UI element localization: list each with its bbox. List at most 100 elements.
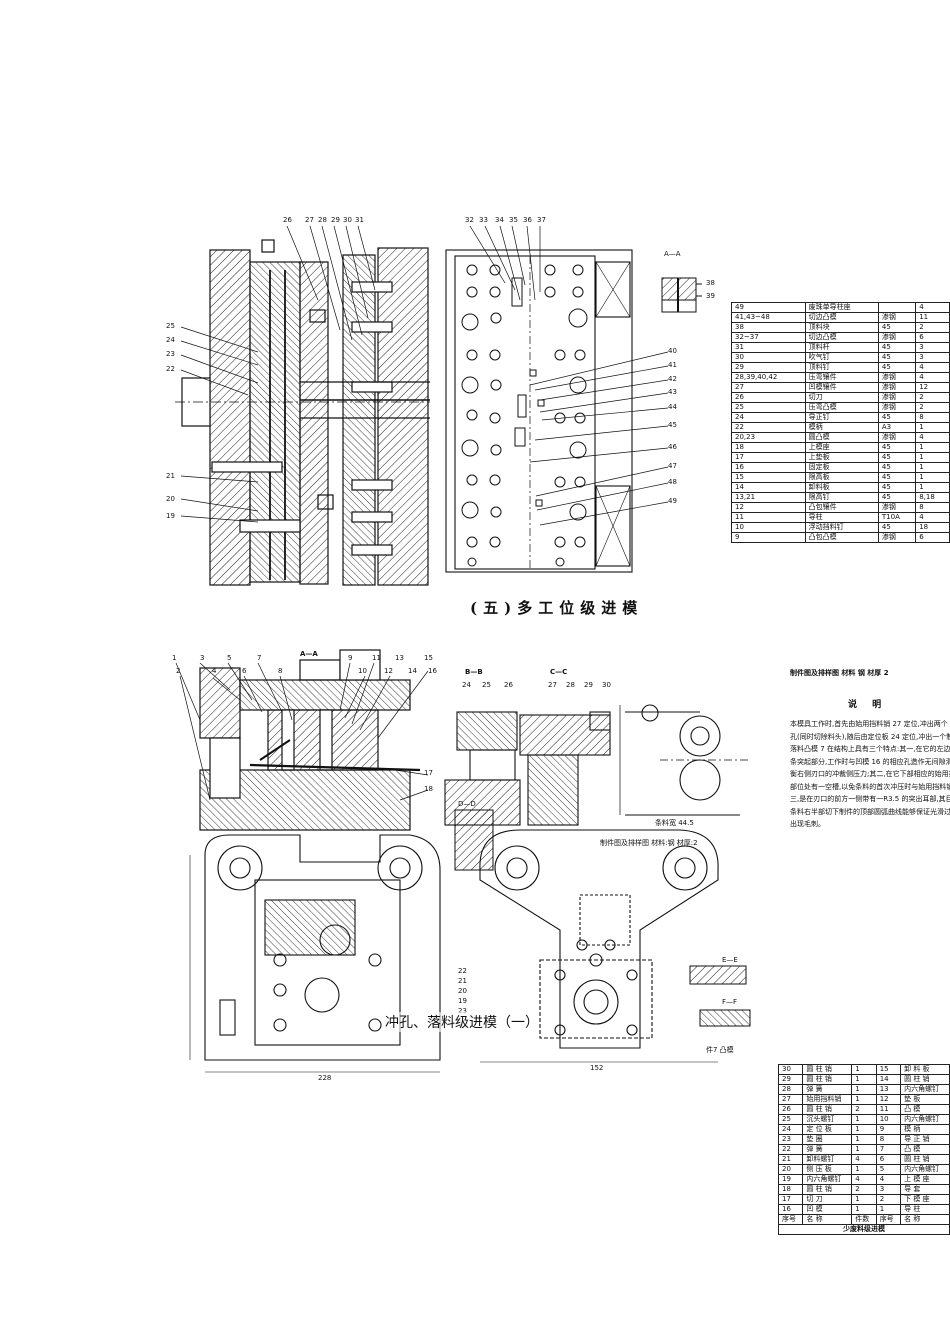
table-cell: 卸 料 板 xyxy=(900,1064,950,1075)
table-cell: 49 xyxy=(731,302,806,313)
callout: 22 xyxy=(458,967,467,975)
table-cell: 渗钢 xyxy=(877,382,917,393)
dimension-right: 152 xyxy=(590,1064,604,1072)
callout: 25 xyxy=(166,322,175,330)
table-cell: 8 xyxy=(915,412,950,423)
section-label-ee: E—E xyxy=(722,956,738,964)
table-cell: 圆 柱 销 xyxy=(802,1104,853,1115)
callout: 32 xyxy=(465,216,474,224)
table-cell: 上 模 座 xyxy=(900,1174,950,1185)
table-cell: 切刀 xyxy=(804,392,879,403)
table-cell: 沉头螺钉 xyxy=(802,1114,853,1125)
table-cell: 浮动挡料钉 xyxy=(804,522,879,533)
table-cell: 14 xyxy=(875,1074,902,1085)
table-header-cell: 名 称 xyxy=(802,1214,853,1225)
table-cell: 17 xyxy=(731,452,806,463)
table-cell: 2 xyxy=(915,392,950,403)
callout: 14 xyxy=(408,667,417,675)
table-cell: 8,18 xyxy=(915,492,950,503)
table-cell: 内六角螺钉 xyxy=(802,1174,853,1185)
table-cell: 28 xyxy=(777,1084,804,1095)
part-strip-drawing xyxy=(619,704,750,816)
table-cell: 1 xyxy=(915,472,950,483)
table-cell: 渗钢 xyxy=(877,502,917,513)
table-cell: 8 xyxy=(875,1134,902,1145)
callout: 29 xyxy=(331,216,340,224)
callout: 4 xyxy=(212,667,217,675)
table-cell: 18 xyxy=(777,1184,804,1195)
table-cell: 内六角螺钉 xyxy=(900,1164,950,1175)
table-cell: 12 xyxy=(915,382,950,393)
table-cell: 4 xyxy=(875,1174,902,1185)
table-cell: 6 xyxy=(915,332,950,343)
callout: 45 xyxy=(668,421,677,429)
table-cell: 4 xyxy=(915,372,950,383)
table-cell: 1 xyxy=(915,482,950,493)
section-bb-cc xyxy=(444,711,611,826)
callout: 44 xyxy=(668,403,677,411)
table-cell: 垫 圈 xyxy=(802,1134,853,1145)
table-cell: 41,43~48 xyxy=(731,312,806,323)
callout: 28 xyxy=(318,216,327,224)
callout: 21 xyxy=(166,472,175,480)
table-title: 少废料级进模 xyxy=(778,1224,950,1235)
table-cell: 吹气钉 xyxy=(804,352,879,363)
table-cell: 10 xyxy=(875,1114,902,1125)
part-drawing-caption: 制件图及排样图 材料:钢 材厚:2 xyxy=(600,839,698,847)
table-cell: 1 xyxy=(915,462,950,473)
callout: 33 xyxy=(479,216,488,224)
table-cell: 4 xyxy=(915,512,950,523)
callout: 11 xyxy=(372,654,381,662)
bottom-plan-left xyxy=(189,834,441,1073)
table-cell: 1 xyxy=(915,452,950,463)
table-cell: 1 xyxy=(915,422,950,433)
table-cell: 21 xyxy=(777,1154,804,1165)
callout: 30 xyxy=(343,216,352,224)
table-cell: 45 xyxy=(877,442,917,453)
table-cell: 凸 模 xyxy=(900,1144,950,1155)
table-cell: 1 xyxy=(851,1094,877,1105)
table-cell: 顶料钉 xyxy=(804,362,879,373)
table-cell: 圆凸模 xyxy=(804,432,879,443)
callout: 7 xyxy=(257,654,262,662)
table-cell: 26 xyxy=(731,392,806,403)
table-cell: 18 xyxy=(915,522,950,533)
callout: 35 xyxy=(509,216,518,224)
section-label-dd: D—D xyxy=(458,800,476,808)
table-cell: 45 xyxy=(877,522,917,533)
table-header-cell: 件数 xyxy=(851,1214,877,1225)
table-cell: 30 xyxy=(731,352,806,363)
table-cell: 45 xyxy=(877,412,917,423)
part-drawing-header: 制件图及排样图 材料 钢 材厚 2 xyxy=(790,669,889,677)
table-cell: 限高板 xyxy=(804,472,879,483)
table-cell: 导正钉 xyxy=(804,412,879,423)
table-cell: 28,39,40,42 xyxy=(731,372,806,383)
table-cell: 凸 模 xyxy=(900,1104,950,1115)
dimension-strip: 条料宽 44.5 xyxy=(655,819,694,827)
table-cell: 4 xyxy=(915,432,950,443)
table-cell: 固定板 xyxy=(804,462,879,473)
callout: 42 xyxy=(668,375,677,383)
table-cell: 压弯凸模 xyxy=(804,402,879,413)
table-title-row: 少废料级进模 xyxy=(778,1224,950,1235)
table-cell: 3 xyxy=(915,352,950,363)
table-cell: 渗钢 xyxy=(877,312,917,323)
table-cell: 30 xyxy=(777,1064,804,1075)
